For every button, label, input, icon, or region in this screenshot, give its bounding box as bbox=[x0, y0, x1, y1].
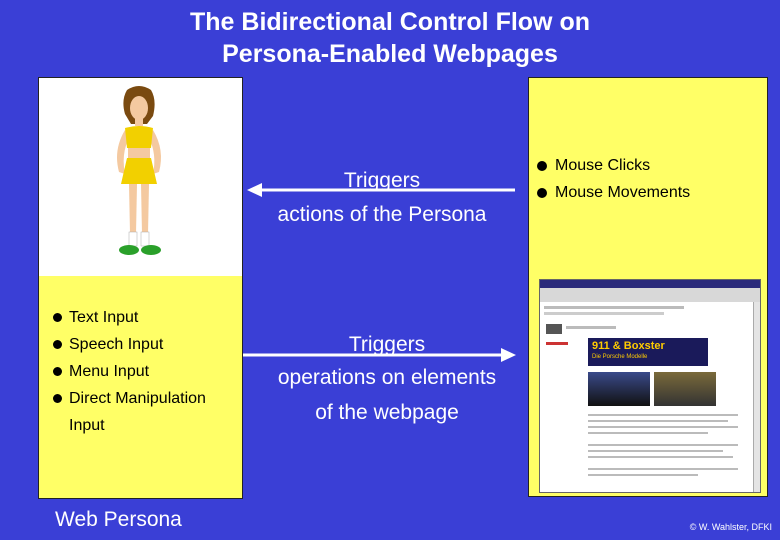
top-flow-text: Triggers actions of the Persona bbox=[262, 163, 502, 231]
browser-subheadline: Die Porsche Modelle bbox=[592, 354, 648, 360]
mouse-events-list: Mouse Clicks Mouse Movements bbox=[537, 152, 690, 206]
bottom-flow-line-2: operations on elements bbox=[277, 366, 497, 389]
list-item-direct-manipulation: Direct Manipulation bbox=[53, 385, 206, 412]
persona-character-icon bbox=[117, 86, 161, 255]
list-item-menu-input: Menu Input bbox=[53, 358, 206, 385]
copyright-notice: © W. Wahlster, DFKI bbox=[689, 522, 772, 532]
slide-title: The Bidirectional Control Flow on Person… bbox=[0, 6, 780, 70]
top-flow-line-2: actions of the Persona bbox=[277, 203, 487, 226]
persona-panel: Text Input Speech Input Menu Input Direc… bbox=[38, 77, 243, 499]
car-image-left bbox=[588, 372, 650, 406]
browser-banner: 911 & Boxster Die Porsche Modelle bbox=[588, 338, 708, 366]
car-image-right bbox=[654, 372, 716, 406]
bottom-flow-text: Triggers operations on elements of the w… bbox=[252, 330, 522, 430]
browser-screenshot: 911 & Boxster Die Porsche Modelle bbox=[539, 279, 761, 493]
browser-toolbar bbox=[540, 288, 760, 303]
list-item-mouse-clicks: Mouse Clicks bbox=[537, 152, 690, 179]
list-item-text-input: Text Input bbox=[53, 304, 206, 331]
web-persona-label: Web Persona bbox=[55, 508, 182, 531]
title-line-1: The Bidirectional Control Flow on bbox=[190, 8, 590, 36]
browser-page: 911 & Boxster Die Porsche Modelle bbox=[540, 302, 760, 492]
bottom-flow-line-1: Triggers bbox=[348, 333, 426, 356]
title-line-2: Persona-Enabled Webpages bbox=[222, 40, 558, 68]
bottom-flow-line-3: of the webpage bbox=[315, 401, 459, 424]
top-flow-line-1: Triggers bbox=[343, 169, 421, 192]
webpage-panel: Mouse Clicks Mouse Movements 911 & Boxst… bbox=[528, 77, 768, 497]
browser-scrollbar[interactable] bbox=[753, 302, 760, 492]
list-item-direct-manipulation-cont: Input bbox=[69, 417, 105, 434]
list-item-mouse-movements: Mouse Movements bbox=[537, 179, 690, 206]
persona-character-area bbox=[39, 78, 242, 276]
browser-titlebar bbox=[540, 280, 760, 288]
browser-headline: 911 & Boxster bbox=[592, 340, 665, 352]
list-item-speech-input: Speech Input bbox=[53, 331, 206, 358]
input-modalities-list: Text Input Speech Input Menu Input Direc… bbox=[53, 304, 206, 439]
